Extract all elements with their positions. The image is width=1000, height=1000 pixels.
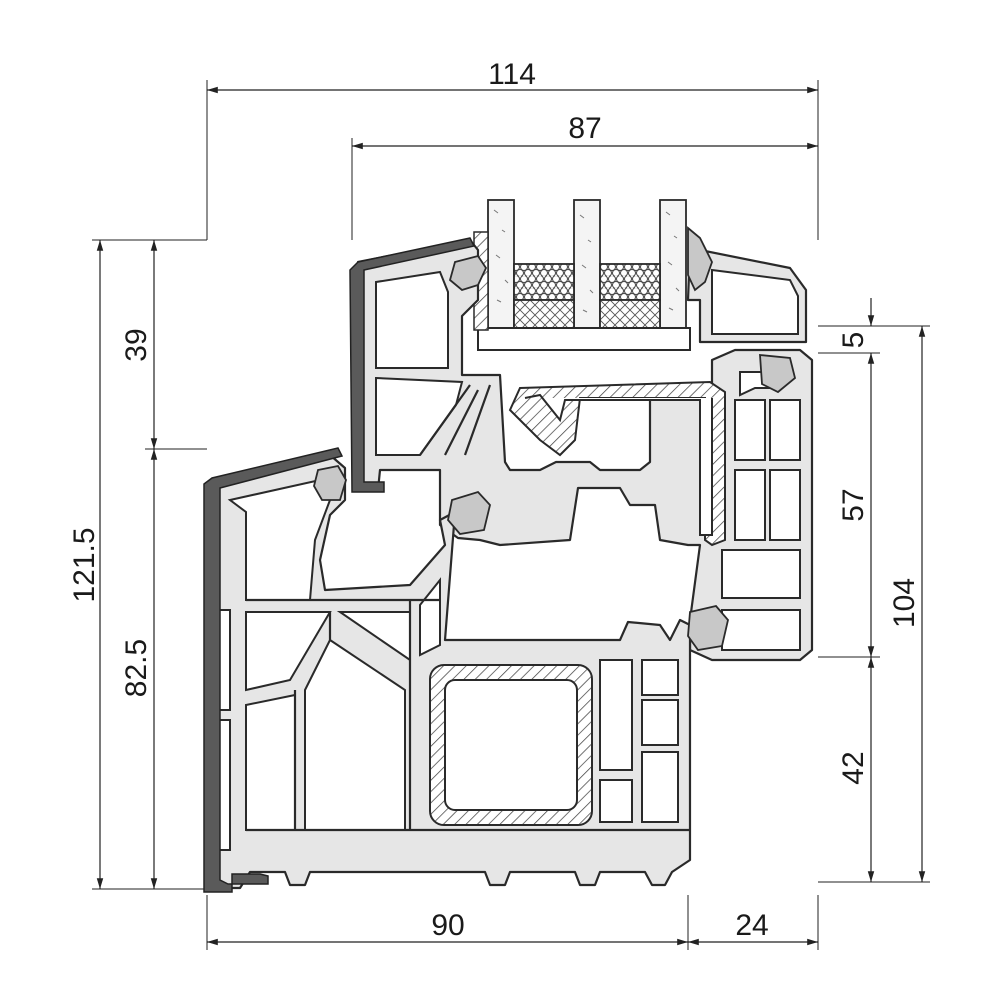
dim-label-frame-height: 82.5 [120,639,153,697]
sash-profile [349,237,814,662]
dim-label-right-height: 104 [888,578,921,628]
dim-label-bottom-right: 42 [837,751,870,784]
dimension-labels: 114 87 39 121.5 82.5 5 57 104 42 90 24 [68,58,921,942]
gasket-glazing-left [448,254,488,292]
gaskets [313,226,797,651]
gasket-right [687,605,729,651]
dim-label-sash-width: 87 [568,112,601,145]
dim-label-projection: 24 [735,909,768,942]
gasket-glazing-right [687,226,713,292]
gasket-sash-right [759,353,797,394]
glass-pane-inner [659,199,687,331]
dim-label-middle-height: 57 [837,488,870,521]
dim-label-overall-width: 114 [488,58,536,91]
dimension-lines [92,80,930,950]
gasket-center [447,490,491,535]
gasket-frame-left [313,464,347,501]
spacer-outer [513,263,575,301]
dim-label-offset-top: 5 [837,332,870,349]
frame-profile [203,447,692,893]
glass-pane-middle [573,199,601,331]
dim-label-total-height: 121.5 [68,527,101,602]
glass-pane-outer [487,199,515,331]
glazing-unit [473,199,691,351]
dim-label-frame-width: 90 [431,909,464,942]
dim-label-sash-height: 39 [120,328,153,361]
spacer-inner [599,263,661,301]
